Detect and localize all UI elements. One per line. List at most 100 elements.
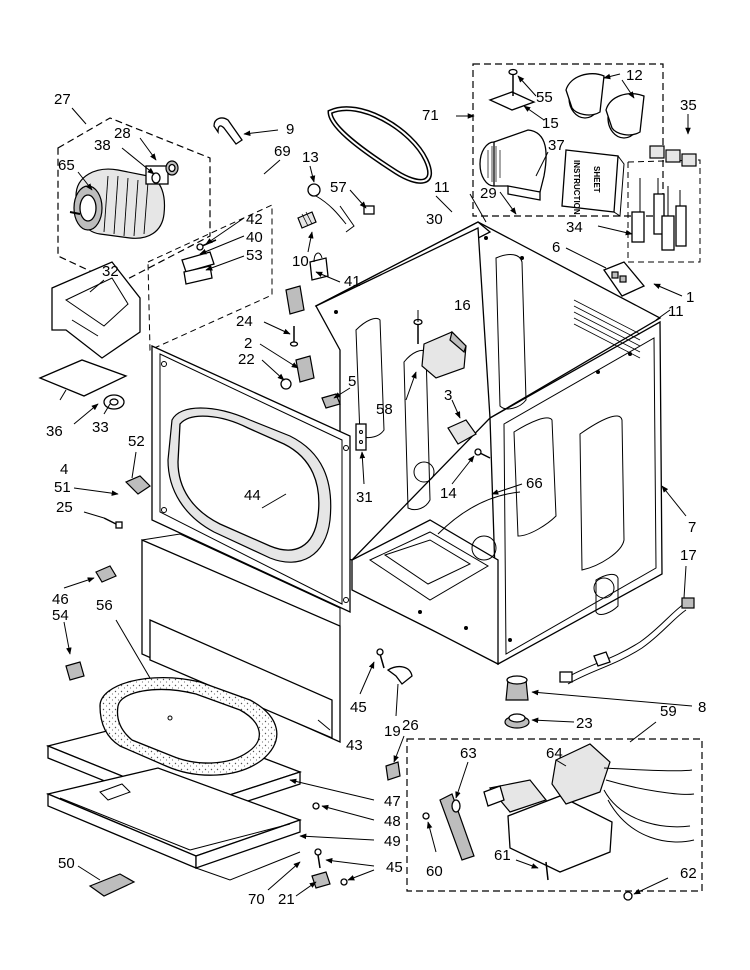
callout-70: 70 (248, 891, 265, 908)
callout-58: 58 (376, 401, 393, 418)
toe-panel (141, 533, 341, 744)
callout-43: 43 (346, 737, 363, 754)
duct-kit-group-box (472, 63, 664, 217)
callout-9: 9 (286, 121, 294, 138)
callout-26: 26 (402, 717, 419, 734)
callout-24: 24 (236, 313, 253, 330)
washer-33 (103, 394, 125, 410)
leader-lines (59, 73, 693, 897)
callout-14: 14 (440, 485, 457, 502)
callout-5: 5 (348, 373, 356, 390)
pad-54 (65, 661, 85, 681)
vent-hoods (565, 73, 645, 139)
callout-47: 47 (384, 793, 401, 810)
sheet-title-text: INSTRUCTION (572, 160, 581, 215)
connector-blocks (649, 145, 697, 167)
callout-19: 19 (384, 723, 401, 740)
drive-motor (69, 165, 169, 239)
drive-belt (327, 106, 433, 184)
callout-8: 8 (698, 699, 706, 716)
instruction-sheet: INSTRUCTION SHEET (561, 149, 625, 217)
callout-45a: 45 (350, 699, 367, 716)
callout-22: 22 (238, 351, 255, 368)
callout-27: 27 (54, 91, 71, 108)
leveling-foot (504, 675, 530, 729)
duct-elbow (479, 129, 547, 201)
bracket-group-box (147, 204, 273, 351)
callout-11b: 11 (668, 303, 684, 320)
callout-40: 40 (246, 229, 263, 246)
callout-12: 12 (626, 67, 643, 84)
callout-57: 57 (330, 179, 347, 196)
motor-group-box (57, 117, 211, 285)
cabinet (314, 221, 663, 666)
callout-13: 13 (302, 149, 319, 166)
callout-42: 42 (246, 211, 263, 228)
wire-harness (631, 178, 687, 251)
callout-61: 61 (494, 847, 511, 864)
foot-46 (95, 565, 117, 583)
cover-plate (488, 91, 536, 111)
clip-51 (124, 475, 151, 495)
callout-11a: 11 (434, 179, 450, 196)
callout-54: 54 (52, 607, 69, 624)
callout-48: 48 (384, 813, 401, 830)
door-seal (99, 676, 278, 776)
callout-66: 66 (526, 475, 543, 492)
callout-37: 37 (548, 137, 565, 154)
screw-55 (508, 68, 518, 96)
callout-71: 71 (422, 107, 439, 124)
callout-33: 33 (92, 419, 109, 436)
callout-59: 59 (660, 703, 677, 720)
callout-labels: 1 2 3 4 5 6 7 8 9 10 11 11 12 13 14 15 1… (46, 67, 706, 908)
callout-2: 2 (244, 335, 252, 352)
callout-44: 44 (244, 487, 261, 504)
clip-26 (385, 761, 401, 781)
clip-9 (213, 117, 243, 145)
callout-4: 4 (60, 461, 68, 478)
callout-32: 32 (102, 263, 119, 280)
callout-55: 55 (536, 89, 553, 106)
callout-56: 56 (96, 597, 113, 614)
callout-52: 52 (128, 433, 145, 450)
shield-plate (38, 359, 128, 397)
idler-parts (285, 183, 375, 315)
callout-36: 36 (46, 423, 63, 440)
sheet-subtitle-text: SHEET (592, 166, 601, 193)
callout-63: 63 (460, 745, 477, 762)
callout-15: 15 (542, 115, 559, 132)
callout-23: 23 (576, 715, 593, 732)
door-strike (355, 423, 367, 451)
wiring-group-box (627, 159, 701, 263)
bracket-hardware (181, 239, 217, 285)
burner-group-box (406, 738, 703, 892)
terminal-block (603, 261, 646, 297)
base-screws (311, 802, 348, 889)
clip-19 (386, 665, 413, 685)
callout-34: 34 (566, 219, 583, 236)
callout-46: 46 (52, 591, 69, 608)
callout-10: 10 (292, 253, 309, 270)
screw-45 (376, 648, 385, 669)
screws-left (280, 326, 315, 390)
callout-51: 51 (54, 479, 71, 496)
callout-1: 1 (686, 289, 694, 306)
callout-38: 38 (94, 137, 111, 154)
thermostat (447, 419, 491, 459)
callout-6: 6 (552, 239, 560, 256)
callout-3: 3 (444, 387, 452, 404)
screw-25 (103, 517, 123, 529)
callout-30: 30 (426, 211, 443, 228)
callout-60: 60 (426, 863, 443, 880)
burner-assembly (422, 743, 695, 901)
callout-31: 31 (356, 489, 373, 506)
motor-mount (51, 261, 141, 359)
callout-25: 25 (56, 499, 73, 516)
front-panel (151, 344, 351, 614)
wire-66 (437, 491, 521, 535)
callout-29: 29 (480, 185, 497, 202)
callout-28: 28 (114, 125, 131, 142)
power-cord (559, 597, 695, 685)
callout-16: 16 (454, 297, 471, 314)
